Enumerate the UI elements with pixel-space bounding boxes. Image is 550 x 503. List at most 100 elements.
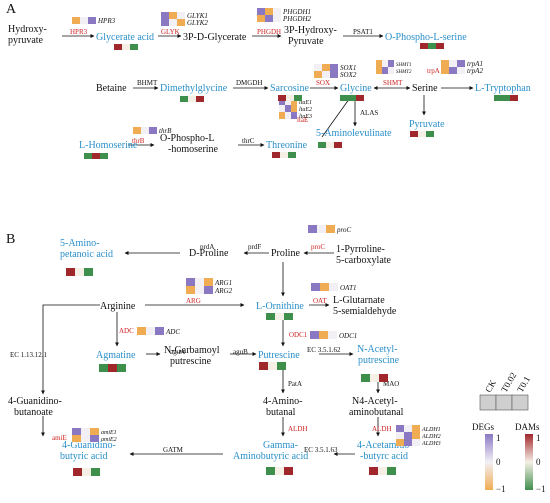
1-pyrroline-5-carboxylate: 1-Pyrroline- 5-carboxylate: [336, 244, 392, 266]
heatmap-aldh-gene-label: ALDH3: [421, 441, 441, 447]
heatmap-trpa-cell: [441, 67, 449, 74]
dams-n-acetyl-putrescine: [370, 374, 379, 382]
dams-colorbar: [525, 434, 533, 490]
enzyme-alas: ALAS: [360, 109, 378, 117]
agmatine: Agmatine: [96, 350, 136, 361]
heatmap-thrb-cell: [149, 127, 157, 134]
enzyme-agub: aguB: [233, 348, 248, 356]
enzyme-oat: OAT: [313, 297, 327, 305]
legend-degs-title: DEGs: [472, 422, 494, 432]
heatmap-oat-cell: [320, 283, 329, 291]
enzyme-agua: aguA: [170, 348, 185, 356]
heatmap-amie-cell: [72, 428, 81, 435]
n4-acetyl-aminobutanal: N4-Acetyl- aminobutanal: [349, 396, 404, 418]
enzyme-amie: amiE: [52, 434, 67, 442]
heatmap-sox-cell: [330, 64, 338, 71]
dams-5-aminolevulinate: [334, 142, 342, 148]
enzyme-thrb: thrB: [132, 137, 145, 145]
panel-a-arrows: [62, 34, 474, 147]
heatmap-hpr3-gene-label: HPR3: [97, 17, 116, 25]
4-acetamido-butyric-acid: 4-Acetamido- -butyrc acid: [357, 440, 415, 462]
heatmap-adc-cell: [137, 327, 146, 335]
heatmap-oat-cell: [329, 283, 338, 291]
heatmap-proc-gene-label: proC: [336, 226, 351, 234]
dams-4-acetamido-butyric-acid: [387, 467, 396, 475]
dams-tick-mid: 0: [536, 457, 541, 467]
heatmap-shmt-cell: [376, 60, 382, 67]
heatmap-amie-cell: [90, 435, 99, 442]
d-proline: D-Proline: [189, 248, 229, 259]
dams-o-phospho-l-serine: [428, 43, 436, 49]
dams-agmatine: [99, 364, 108, 372]
threonine: Threonine: [266, 140, 308, 151]
heatmap-aldh-gene-label: ALDH1: [421, 427, 441, 433]
dams-dimethylglycine: [180, 96, 188, 102]
dams-threonine: [272, 152, 280, 158]
dimethylglycine: Dimethylglycine: [160, 83, 228, 94]
putrescine: Putrescine: [258, 350, 300, 361]
enzyme-odc1: ODC1: [289, 331, 308, 339]
heatmap-shmt-cell: [376, 67, 382, 74]
dams-tick-low: −1: [536, 484, 546, 494]
heatmap-trpa-cell: [449, 67, 457, 74]
dams-n-acetyl-putrescine: [361, 374, 370, 382]
heatmap-sox-gene-label: SOX1: [340, 64, 356, 72]
heatmap-oat-gene-label: OAT1: [340, 284, 356, 292]
legend-cell-ck: [479, 394, 497, 411]
heatmap-ltae-gene-label: ltaE1: [299, 100, 312, 106]
enzyme-prda: prdA: [200, 243, 214, 251]
heatmap-trpa-gene-label: trpA2: [467, 67, 483, 75]
dams-sarcosine: [286, 95, 294, 101]
dams-l-tryptophan: [494, 95, 502, 101]
heatmap-arg-cell: [186, 278, 195, 286]
enzyme-ec-3-5-1-63: EC 3.5.1.63: [304, 446, 338, 454]
dams-putrescine: [259, 362, 268, 370]
heatmap-shmt-cell: [388, 67, 394, 74]
heatmap-ltae-cell: [285, 98, 291, 105]
heatmap-phgdh-cell: [265, 15, 273, 22]
dams-agmatine: [117, 364, 126, 372]
5-aminolevulinate: 5-Aminolevulinate: [316, 128, 392, 139]
heatmap-phgdh-cell: [265, 8, 273, 15]
heatmap-glyk-gene-label: GLYK1: [187, 12, 208, 20]
glycerate-acid: Glycerate acid: [96, 32, 154, 43]
heatmap-phgdh-gene-label: PHGDH2: [282, 15, 311, 23]
3p-d-glycerate: 3P-D-Glycerate: [183, 32, 247, 43]
dams-o-phospho-l-serine: [436, 43, 444, 49]
dams-dimethylglycine: [196, 96, 204, 102]
enzyme-proc: proC: [311, 243, 325, 251]
4-amino-butanal: 4-Amino- butanal: [263, 396, 305, 418]
degs-tick-low: −1: [496, 484, 506, 494]
heatmap-trpa-cell: [441, 60, 449, 67]
enzyme-ec-1-13-12-1: EC 1.13.12.1: [10, 351, 47, 359]
enzyme-hpr3: HPR3: [70, 28, 88, 36]
heatmap-amie-cell: [81, 428, 90, 435]
heatmap-glyk-gene-label: GLYK2: [187, 19, 208, 27]
enzyme-ec-3-5-1-62: EC 3.5.1.62: [307, 346, 341, 354]
heatmap-phgdh-cell: [273, 15, 281, 22]
heatmap-ltae-cell: [279, 105, 285, 112]
heatmap-arg-cell: [195, 278, 204, 286]
dams-glycine: [348, 95, 356, 101]
heatmap-shmt-cell: [382, 60, 388, 67]
enzyme-psat1: PSAT1: [353, 28, 373, 36]
degs-colorbar: [485, 434, 493, 490]
dams-tick-high: 1: [536, 433, 541, 443]
heatmap-shmt-gene-label: SHMT2: [396, 70, 412, 75]
heatmap-aldh-cell: [404, 425, 412, 432]
heatmap-arg-cell: [204, 286, 213, 294]
dams-pyruvate: [418, 131, 426, 137]
heatmap-amie-cell: [72, 435, 81, 442]
dams-gaba: [275, 467, 284, 475]
heatmap-hpr3-cell: [72, 17, 80, 24]
dams-5-amino-pentanoic-acid: [66, 268, 75, 276]
heatmap-sox-cell: [330, 71, 338, 78]
heatmap-thrb-cell: [141, 127, 149, 134]
legend-cell-t01: [511, 394, 529, 411]
dams-5-aminolevulinate: [326, 142, 334, 148]
legend-dams-title: DAMs: [515, 422, 540, 432]
dams-pyruvate: [410, 131, 418, 137]
heatmap-glyk-cell: [161, 19, 169, 26]
heatmap-odc1-cell: [328, 331, 337, 339]
